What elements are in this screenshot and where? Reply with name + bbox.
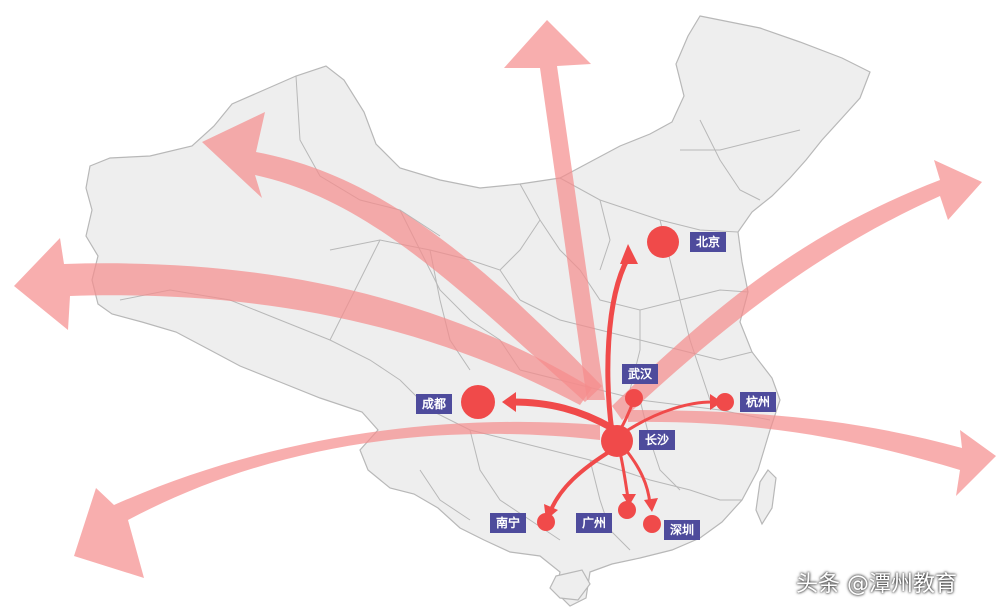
china-landmass	[85, 15, 871, 607]
label-hangzhou: 杭州	[740, 392, 777, 412]
label-guangzhou: 广州	[576, 513, 613, 533]
dot-hangzhou	[716, 393, 734, 411]
dot-chengdu	[461, 385, 495, 419]
label-chengdu: 成都	[416, 394, 453, 414]
arrow-to-hangzhou	[626, 400, 714, 432]
outbound-arrows	[14, 20, 996, 578]
dot-beijing	[647, 226, 679, 258]
arrow-northeast	[612, 160, 982, 420]
arrow-west	[14, 238, 592, 405]
dot-wuhan	[625, 389, 643, 407]
label-shenzhen: 深圳	[664, 520, 701, 540]
arrow-southwest	[74, 421, 600, 578]
city-dots	[461, 226, 734, 533]
taiwan-island	[755, 469, 777, 526]
arrow-southeast	[628, 410, 996, 496]
dot-nanning	[537, 513, 555, 531]
arrow-to-beijing	[605, 255, 631, 435]
city-arrows	[508, 255, 714, 514]
watermark: 头条 @潭州教育	[796, 572, 957, 597]
arrow-to-shenzhen	[624, 448, 652, 506]
label-wuhan: 武汉	[622, 364, 659, 384]
arrow-to-nanning	[548, 448, 614, 514]
arrow-to-chengdu	[508, 398, 616, 432]
hainan-island	[549, 569, 591, 601]
city-arrow-heads	[502, 244, 722, 520]
label-nanning: 南宁	[490, 513, 527, 533]
dot-guangzhou	[618, 501, 636, 519]
dot-shenzhen	[643, 515, 661, 533]
label-beijing: 北京	[690, 232, 727, 252]
arrow-north	[504, 20, 605, 400]
arrow-northwest	[202, 112, 602, 402]
label-changsha: 长沙	[639, 430, 676, 450]
dot-changsha	[601, 425, 633, 457]
